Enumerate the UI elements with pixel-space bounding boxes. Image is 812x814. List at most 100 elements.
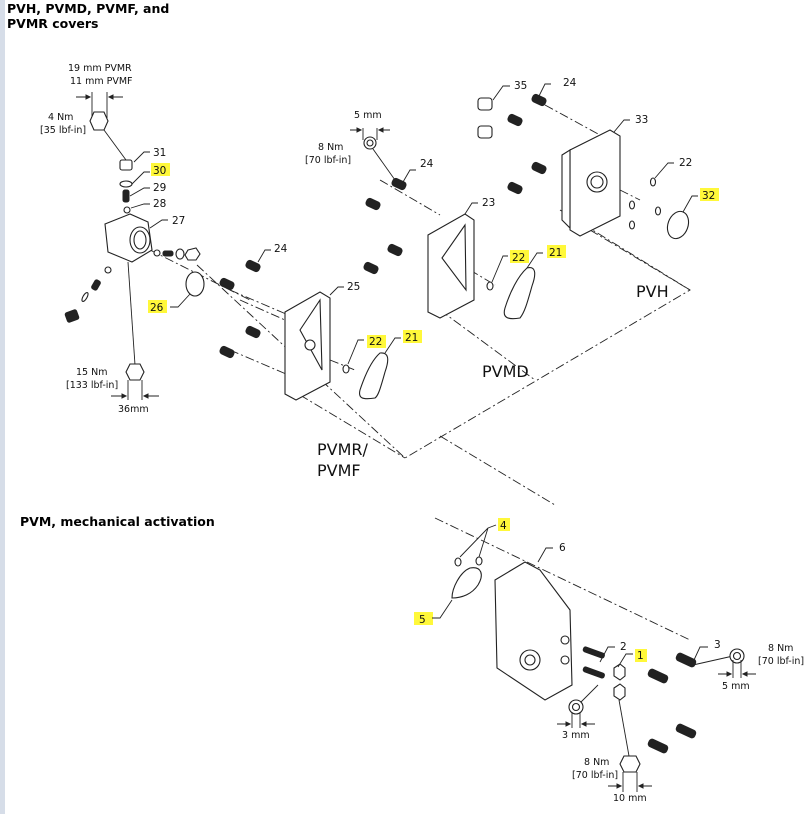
group-label-pvmd: PVMD	[482, 362, 529, 381]
diagram-stroke	[257, 249, 271, 263]
diagram-stroke	[582, 666, 605, 679]
diagram-stroke	[170, 293, 191, 308]
diagram-stroke	[675, 723, 697, 739]
diagram-stroke	[121, 393, 149, 399]
diagram-stroke	[700, 188, 719, 201]
pvmd-cover-assembly: 5 mm 8 Nm [70 lbf-in]	[305, 110, 536, 320]
group-label-pvh: PVH	[636, 282, 669, 301]
diagram-stroke	[365, 197, 381, 211]
diagram-stroke	[91, 279, 101, 291]
diagram-stroke	[619, 189, 641, 201]
diagram-stroke	[356, 127, 384, 133]
pvmr-cover-assembly	[219, 259, 389, 401]
setscrew-hex-size: 3 mm	[562, 730, 590, 741]
hex-nut-icon	[619, 755, 641, 773]
diagram-stroke	[439, 435, 556, 506]
callout-22: 22	[679, 157, 692, 169]
callout-29: 29	[153, 182, 166, 194]
diagram-stroke	[81, 292, 89, 302]
diagram-stroke	[647, 668, 669, 684]
diagram-stroke	[245, 325, 261, 339]
callout-22: 22	[512, 252, 525, 264]
callout-31: 31	[153, 147, 166, 159]
callout-30: 30	[153, 165, 166, 177]
callout-5: 5	[419, 614, 426, 626]
diagram-stroke	[599, 646, 615, 663]
housing-hex-dimension: 15 Nm [133 lbf-in] 36mm	[66, 363, 159, 415]
callout-4: 4	[500, 520, 507, 532]
callout-21: 21	[405, 332, 418, 344]
callout-21: 21	[549, 247, 562, 259]
diagram-stroke	[133, 151, 150, 163]
diagram-stroke	[692, 655, 734, 666]
housing-hex-size: 36mm	[118, 404, 149, 415]
callout-32: 32	[702, 190, 715, 202]
diagram-stroke	[347, 339, 364, 365]
diagram-stroke	[175, 248, 185, 260]
callout-25: 25	[347, 281, 360, 293]
diagram-stroke	[130, 203, 150, 209]
diagram-stroke	[726, 671, 748, 677]
diagram-stroke	[487, 524, 497, 529]
diagram-stroke	[153, 249, 161, 257]
hex-nut-icon	[89, 111, 109, 131]
diagram-stroke	[613, 683, 626, 701]
o-ring-part-4	[454, 557, 462, 567]
diagram-stroke	[647, 738, 669, 754]
nut-hex-size: 10 mm	[613, 793, 647, 804]
nut-torque-lbf: [70 lbf-in]	[572, 770, 618, 781]
plug-hex-dimension: 19 mm PVMR 11 mm PVMF 4 Nm [35 lbf-in]	[40, 63, 133, 161]
diagram-stroke	[537, 547, 553, 563]
diagram-stroke	[129, 187, 150, 197]
diagram-stroke	[131, 171, 150, 185]
spring-part-29	[122, 189, 130, 203]
diagram-stroke	[477, 125, 493, 139]
diagram-stroke	[127, 261, 136, 366]
mech-screw-torque-nm: 8 Nm	[768, 643, 793, 654]
housing-torque-lbf: [133 lbf-in]	[66, 380, 118, 391]
diagram-stroke	[693, 646, 708, 661]
nut-part-1	[613, 663, 626, 681]
callout-24: 24	[274, 243, 288, 255]
diagram-stroke	[635, 649, 647, 662]
o-ring-part-32	[666, 210, 690, 240]
callout-22: 22	[369, 336, 382, 348]
housing-torque-nm: 15 Nm	[76, 367, 107, 378]
diagram-stroke	[617, 653, 633, 668]
ball-part-28	[123, 206, 131, 214]
callout-3: 3	[714, 639, 721, 651]
diagram-stroke	[507, 181, 523, 195]
diagram-stroke	[618, 699, 630, 757]
diagram-stroke	[403, 330, 422, 343]
nut-torque-nm: 8 Nm	[584, 757, 609, 768]
diagram-stroke	[387, 243, 403, 257]
diagram-stroke	[560, 635, 570, 645]
left-margin-bar	[0, 0, 5, 814]
callout-35: 35	[514, 80, 527, 92]
diagram-stroke	[491, 255, 508, 283]
diagram-stroke	[654, 206, 662, 216]
diagram-stroke	[239, 299, 286, 321]
diagram-stroke	[133, 230, 147, 250]
cover-torque-nm: 8 Nm	[318, 142, 343, 153]
diagram-stroke	[391, 177, 407, 191]
callout-6: 6	[559, 542, 566, 554]
diagram-stroke	[64, 309, 80, 323]
diagram-stroke	[544, 104, 601, 136]
diagram-stroke	[162, 250, 174, 257]
callout-2: 2	[620, 641, 627, 653]
mech-screw-hex-size: 5 mm	[722, 681, 750, 692]
diagram-stroke	[537, 83, 551, 99]
diagram-stroke	[402, 169, 416, 183]
diagram-stroke	[579, 684, 599, 704]
diagram-stroke	[492, 85, 510, 101]
diagram-stroke	[732, 651, 742, 661]
group-label-pvmf: PVMF	[317, 461, 361, 480]
housing-part-6	[494, 561, 573, 701]
callout-27: 27	[172, 215, 185, 227]
diagram-stroke	[628, 200, 636, 210]
plug-torque-lbf: [35 lbf-in]	[40, 125, 86, 136]
group-label-pvmr: PVMR/	[317, 440, 369, 459]
diagram-stroke	[628, 220, 636, 230]
diagram-stroke	[547, 245, 566, 258]
